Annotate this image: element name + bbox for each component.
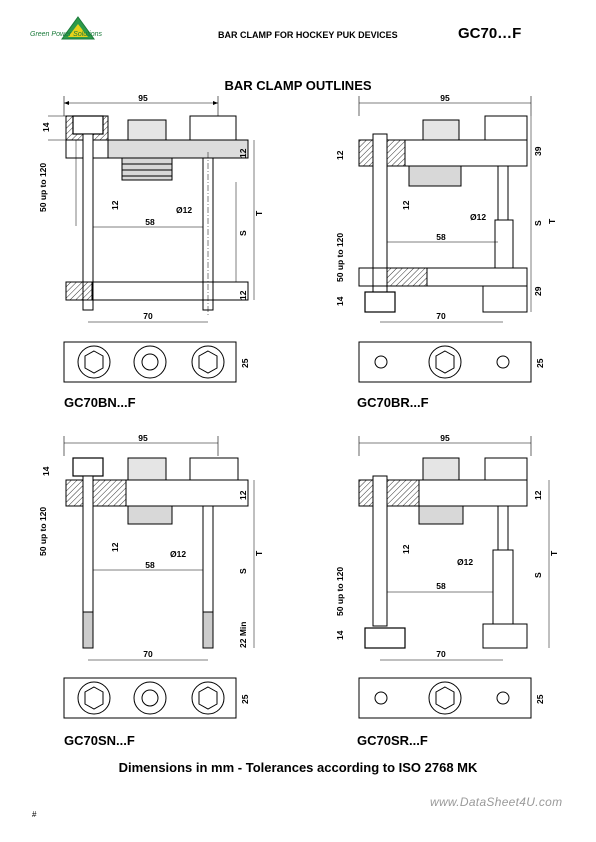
dim-S: S bbox=[533, 572, 543, 578]
dim-29: 29 bbox=[533, 286, 543, 296]
dim-95: 95 bbox=[440, 433, 450, 443]
dim-T: T bbox=[547, 218, 557, 224]
watermark: www.DataSheet4U.com bbox=[430, 795, 563, 809]
dim-12: 12 bbox=[335, 150, 345, 160]
drawing-gc70sn-side: 95 14 50 up to 120 12 12 S 22 Min T Ø12 … bbox=[38, 433, 264, 661]
dim-58: 58 bbox=[436, 581, 446, 591]
dim-58: 58 bbox=[145, 560, 155, 570]
dim-25: 25 bbox=[535, 358, 545, 368]
drawing-gc70br-side: 95 12 12 50 up to 120 14 Ø12 58 39 S 29 … bbox=[335, 93, 557, 323]
dim-T: T bbox=[549, 550, 559, 556]
dim-70: 70 bbox=[436, 311, 446, 321]
footer-note: Dimensions in mm - Tolerances according … bbox=[118, 760, 478, 775]
caption-gc70sr: GC70SR...F bbox=[357, 733, 428, 748]
drawing-gc70sr-side: 95 12 50 up to 120 14 12 S T Ø12 58 70 bbox=[335, 433, 559, 661]
dim-22min: 22 Min bbox=[238, 622, 248, 648]
dim-12-b: 12 bbox=[401, 200, 411, 210]
document-title: BAR CLAMP FOR HOCKEY PUK DEVICES bbox=[218, 30, 398, 40]
dim-12: 12 bbox=[401, 544, 411, 554]
dim-range: 50 up to 120 bbox=[38, 507, 48, 556]
dim-12-top: 12 bbox=[533, 490, 543, 500]
dim-12-left: 12 bbox=[110, 200, 120, 210]
dim-70: 70 bbox=[143, 311, 153, 321]
dim-dia: Ø12 bbox=[470, 212, 486, 222]
caption-gc70br: GC70BR...F bbox=[357, 395, 429, 410]
drawing-gc70br-top: 25 bbox=[358, 341, 545, 383]
page-mark: # bbox=[32, 810, 37, 819]
product-code: GC70…F bbox=[458, 25, 522, 42]
dim-range: 50 up to 120 bbox=[38, 163, 48, 212]
drawing-gc70sr-top: 25 bbox=[358, 677, 545, 719]
dim-S: S bbox=[533, 220, 543, 226]
dim-95: 95 bbox=[138, 93, 148, 103]
dim-70: 70 bbox=[143, 649, 153, 659]
dim-T: T bbox=[254, 550, 264, 556]
dim-T: T bbox=[254, 210, 264, 216]
dim-dia: Ø12 bbox=[170, 549, 186, 559]
dim-14: 14 bbox=[41, 466, 51, 476]
dim-12-bottom: 12 bbox=[238, 290, 248, 300]
dim-range: 50 up to 120 bbox=[335, 233, 345, 282]
drawing-gc70bn-side: 95 14 50 up to 120 12 12 12 S T 58 Ø12 7… bbox=[38, 93, 264, 323]
dim-70: 70 bbox=[436, 649, 446, 659]
dim-range: 50 up to 120 bbox=[335, 567, 345, 616]
dim-39: 39 bbox=[533, 146, 543, 156]
dim-58: 58 bbox=[436, 232, 446, 242]
dim-dia: Ø12 bbox=[176, 205, 192, 215]
dim-12-top: 12 bbox=[238, 490, 248, 500]
dim-S: S bbox=[238, 230, 248, 236]
dim-12-top: 12 bbox=[238, 148, 248, 158]
dim-12-left: 12 bbox=[110, 542, 120, 552]
drawing-gc70bn-top: 25 bbox=[63, 341, 250, 383]
dim-14: 14 bbox=[335, 630, 345, 640]
dim-14: 14 bbox=[41, 122, 51, 132]
drawing-gc70sn-top: 25 bbox=[63, 677, 250, 719]
section-title: BAR CLAMP OUTLINES bbox=[224, 78, 372, 93]
dim-95: 95 bbox=[138, 433, 148, 443]
dim-25: 25 bbox=[240, 358, 250, 368]
dim-25: 25 bbox=[240, 694, 250, 704]
dim-25: 25 bbox=[535, 694, 545, 704]
company-logo bbox=[61, 16, 95, 40]
logo-text: Green Power Solutions bbox=[30, 31, 102, 38]
dim-dia: Ø12 bbox=[457, 557, 473, 567]
dim-S: S bbox=[238, 568, 248, 574]
dim-58: 58 bbox=[145, 217, 155, 227]
dim-14: 14 bbox=[335, 296, 345, 306]
dim-95: 95 bbox=[440, 93, 450, 103]
caption-gc70bn: GC70BN...F bbox=[64, 395, 136, 410]
caption-gc70sn: GC70SN...F bbox=[64, 733, 135, 748]
